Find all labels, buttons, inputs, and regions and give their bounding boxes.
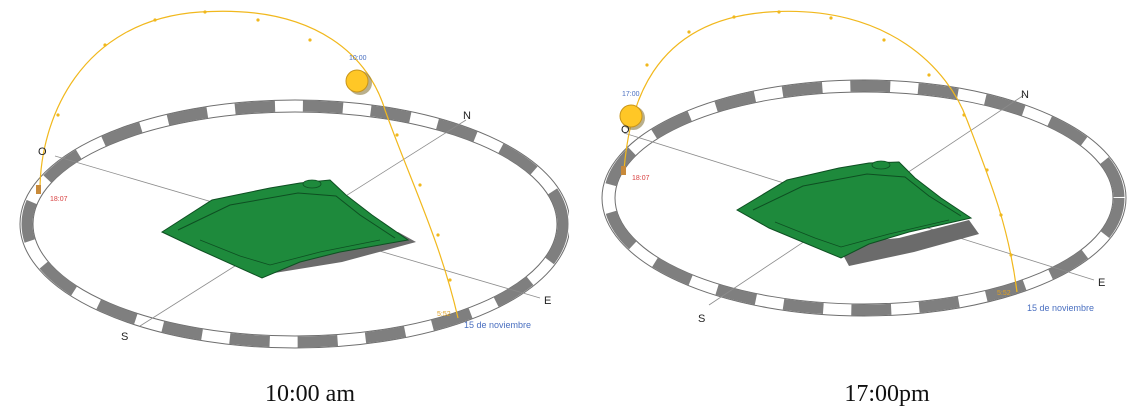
compass-ring (601, 79, 1127, 317)
compass-south-label: S (121, 331, 128, 343)
sun-path-diagram: 17:00 18:07 5:52 15 de noviembre N E S O (601, 10, 1127, 325)
panel-caption: 17:00pm (844, 381, 930, 407)
date-label: 15 de noviembre (464, 320, 531, 330)
sun-path-hour-markers (56, 10, 452, 282)
sunrise-time-label: 5:52 (437, 311, 451, 318)
sun-time-label: 17:00 (622, 91, 640, 98)
compass-south-label: S (698, 313, 705, 325)
sunset-marker (36, 185, 41, 194)
terrain-model (736, 160, 973, 259)
panel-caption: 10:00 am (265, 381, 355, 407)
solar-study-panel-1000: 10:00 18:07 5:52 15 de noviembre N E S O… (19, 10, 569, 407)
sun-path-arc (623, 10, 1018, 293)
sun-icon (345, 69, 372, 95)
sunset-marker (621, 166, 626, 175)
sunset-time-label: 18:07 (50, 196, 68, 203)
date-label: 15 de noviembre (1027, 303, 1094, 313)
compass-east-label: E (544, 295, 551, 307)
solar-study-panel-1700: 17:00 18:07 5:52 15 de noviembre N E S O… (569, 0, 1138, 416)
sunrise-time-label: 5:52 (997, 290, 1011, 297)
sunset-time-label: 18:07 (632, 175, 650, 182)
sun-path-hour-markers (645, 10, 1013, 257)
sun-path-arc (39, 10, 459, 319)
compass-west-label: O (621, 124, 630, 136)
compass-north-label: N (1021, 89, 1029, 101)
sun-time-label: 10:00 (349, 55, 367, 62)
compass-west-label: O (38, 146, 47, 158)
compass-ring (19, 99, 569, 349)
terrain-model (160, 179, 410, 279)
sun-path-diagram: 10:00 18:07 5:52 15 de noviembre N E S O (19, 10, 569, 349)
sun-icon (619, 104, 645, 130)
compass-north-label: N (463, 110, 471, 122)
compass-east-label: E (1098, 277, 1105, 289)
terrain-shadow (837, 220, 979, 266)
